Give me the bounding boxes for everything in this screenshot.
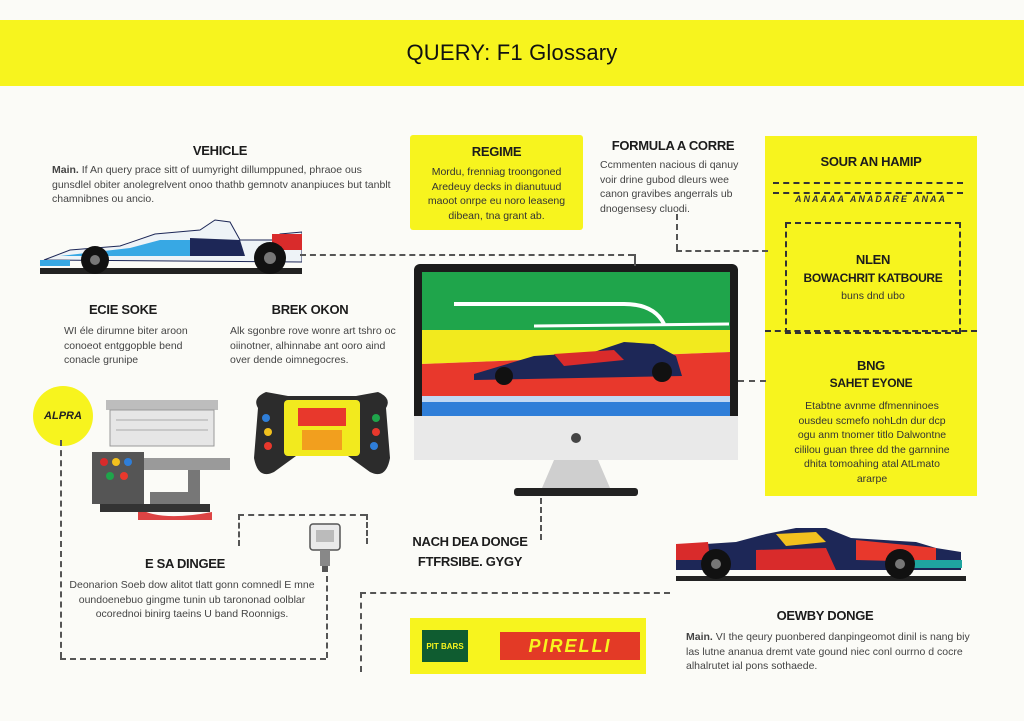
connector-line: [326, 576, 328, 658]
steering-wheel-icon: [248, 388, 396, 484]
panel-mid-heading: NLEN: [855, 252, 891, 267]
middle-heading-line1: NACH DEA DONGE: [412, 534, 528, 549]
vehicle-lead: Main.: [52, 164, 79, 176]
connector-line: [360, 592, 670, 594]
panel-bot-subheading: SAHET EYONE: [829, 376, 913, 390]
vehicle-heading: VEHICLE: [192, 143, 248, 158]
panel-mid-subheading: BOWACHRIT KATBOURE: [803, 271, 943, 285]
sponsor-left-logo: PIT BARS: [422, 630, 468, 662]
connector-line: [738, 380, 766, 382]
panel-inner-box: NLEN BOWACHRIT KATBOURE buns dnd ubo: [785, 222, 961, 334]
connector-line: [366, 514, 368, 544]
connector-line: [540, 498, 542, 540]
panel-divider: [765, 330, 977, 332]
connector-line: [676, 214, 678, 250]
alpha-badge: ALPRA: [33, 386, 93, 446]
panel-bot-heading: BNG: [857, 358, 885, 373]
title-banner: QUERY: F1 Glossary: [0, 20, 1024, 86]
overtake-text: VI the qeury puonbered danpingeomot dini…: [686, 631, 970, 672]
connector-line: [60, 658, 326, 660]
page-title: QUERY: F1 Glossary: [406, 40, 618, 65]
vehicle-description: Main. If An query prace sitt of uumyrigh…: [52, 163, 392, 207]
badge-label: ALPRA: [44, 410, 82, 422]
middle-heading-line2: FTFRSIBE. GYGY: [417, 554, 523, 569]
connector-line: [238, 514, 240, 546]
regime-heading: REGIME: [471, 144, 522, 159]
scribble-line: [773, 182, 963, 194]
gearbox-icon: [90, 396, 238, 524]
sponsor-strip: PIT BARS PIRELLI: [410, 618, 646, 674]
overtake-heading: OEWBY DONGE: [776, 608, 874, 623]
right-info-panel: SOUR AN HAMIP ANAAAA ANADARE ANAA NLEN B…: [765, 136, 977, 496]
panel-top-heading: SOUR AN HAMIP: [820, 154, 922, 169]
engine-text: WI éle dirumne biter aroon conoeot entgg…: [64, 325, 188, 366]
sponsor-right-logo: PIRELLI: [500, 632, 640, 660]
brake-text: Alk sgonbre rove wonre art tshro oc oiin…: [230, 325, 396, 366]
vehicle-text: If An query prace sitt of uumyright dill…: [52, 164, 391, 205]
sensor-icon: [308, 522, 342, 574]
connector-line: [238, 514, 366, 516]
engine-heading: ECIE SOKE: [88, 302, 158, 317]
regime-card: REGIME Mordu, frenniag troongoned Aredeu…: [410, 135, 583, 230]
regime-text: Mordu, frenniag troongoned Aredeuy decks…: [427, 166, 566, 222]
connector-line: [300, 254, 634, 256]
connector-line: [676, 250, 768, 252]
brake-heading: BREK OKON: [271, 302, 349, 317]
panel-mid-text: buns dnd ubo: [841, 290, 905, 302]
formula-text: Ccmmenten nacious di qanuy voir drine gu…: [600, 159, 739, 215]
race-car-icon: [40, 210, 302, 278]
overtake-description: Main. VI the qeury puonbered danpingeomo…: [686, 630, 972, 674]
panel-bot-text: Etabtne avnme dfmenninoes ousdeu scmefo …: [794, 400, 950, 485]
connector-line: [60, 440, 62, 658]
panel-top-scribble: ANAAAA ANADARE ANAA: [795, 194, 947, 204]
gearbox-heading: E SA DINGEE: [144, 556, 225, 571]
gearbox-text: Deonarion Soeb dow alitot tlatt gonn com…: [69, 579, 315, 620]
overtake-lead: Main.: [686, 631, 713, 643]
connector-line: [360, 592, 362, 672]
race-car-icon: [676, 520, 966, 584]
monitor-icon: [414, 264, 738, 500]
formula-heading: FORMULA A CORRE: [611, 138, 735, 153]
connector-line: [634, 254, 636, 266]
